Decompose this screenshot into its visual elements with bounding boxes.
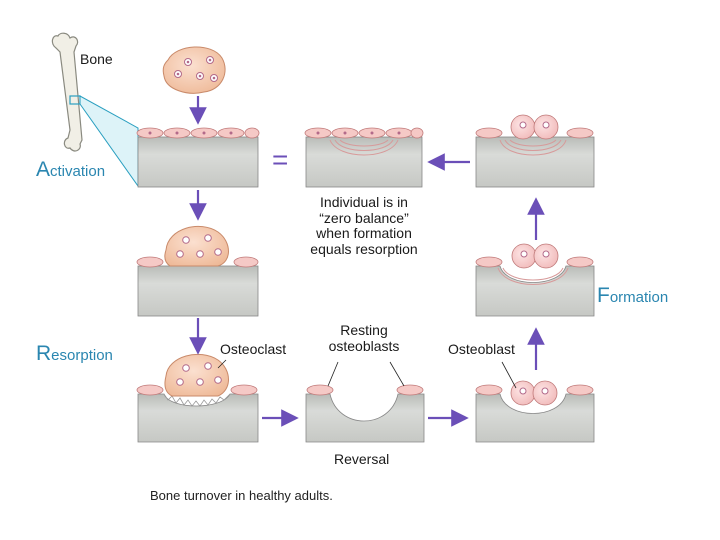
reversal-label: Reversal [334, 451, 390, 467]
zero-balance-note: Individual is in “zero balance” when for… [310, 194, 418, 258]
equals-sign: = [272, 144, 289, 175]
bone-block-completion [475, 114, 595, 188]
bone-block-zero-balance [304, 127, 424, 188]
activation-initial: A [36, 158, 51, 181]
long-bone-icon [51, 32, 139, 188]
bone-block-formation [475, 243, 595, 317]
bone-block-attachment [136, 225, 259, 317]
figure-caption: Bone turnover in healthy adults. [150, 488, 333, 503]
osteoclast-precursor [162, 46, 226, 94]
resorption-rest: esorption [51, 347, 113, 364]
bone-block-osteoblasts [475, 361, 595, 443]
resting-osteoblasts-label: Resting osteoblasts [328, 322, 400, 354]
osteoblast-label: Osteoblast [448, 341, 515, 357]
formation-rest: ormation [609, 289, 669, 306]
bone-block-reversal [305, 361, 425, 443]
bone-block-activation [136, 127, 260, 188]
formation-label: Formation [597, 284, 668, 308]
bone-block-resorption [136, 353, 259, 443]
flow-arrows [189, 96, 545, 427]
activation-label: Activation [36, 158, 105, 182]
activation-rest: ctivation [50, 163, 106, 180]
bone-label: Bone [80, 51, 113, 67]
resorption-initial: R [36, 342, 52, 365]
formation-initial: F [597, 284, 610, 307]
resorption-label: Resorption [36, 342, 113, 366]
osteoclast-label: Osteoclast [220, 341, 287, 357]
